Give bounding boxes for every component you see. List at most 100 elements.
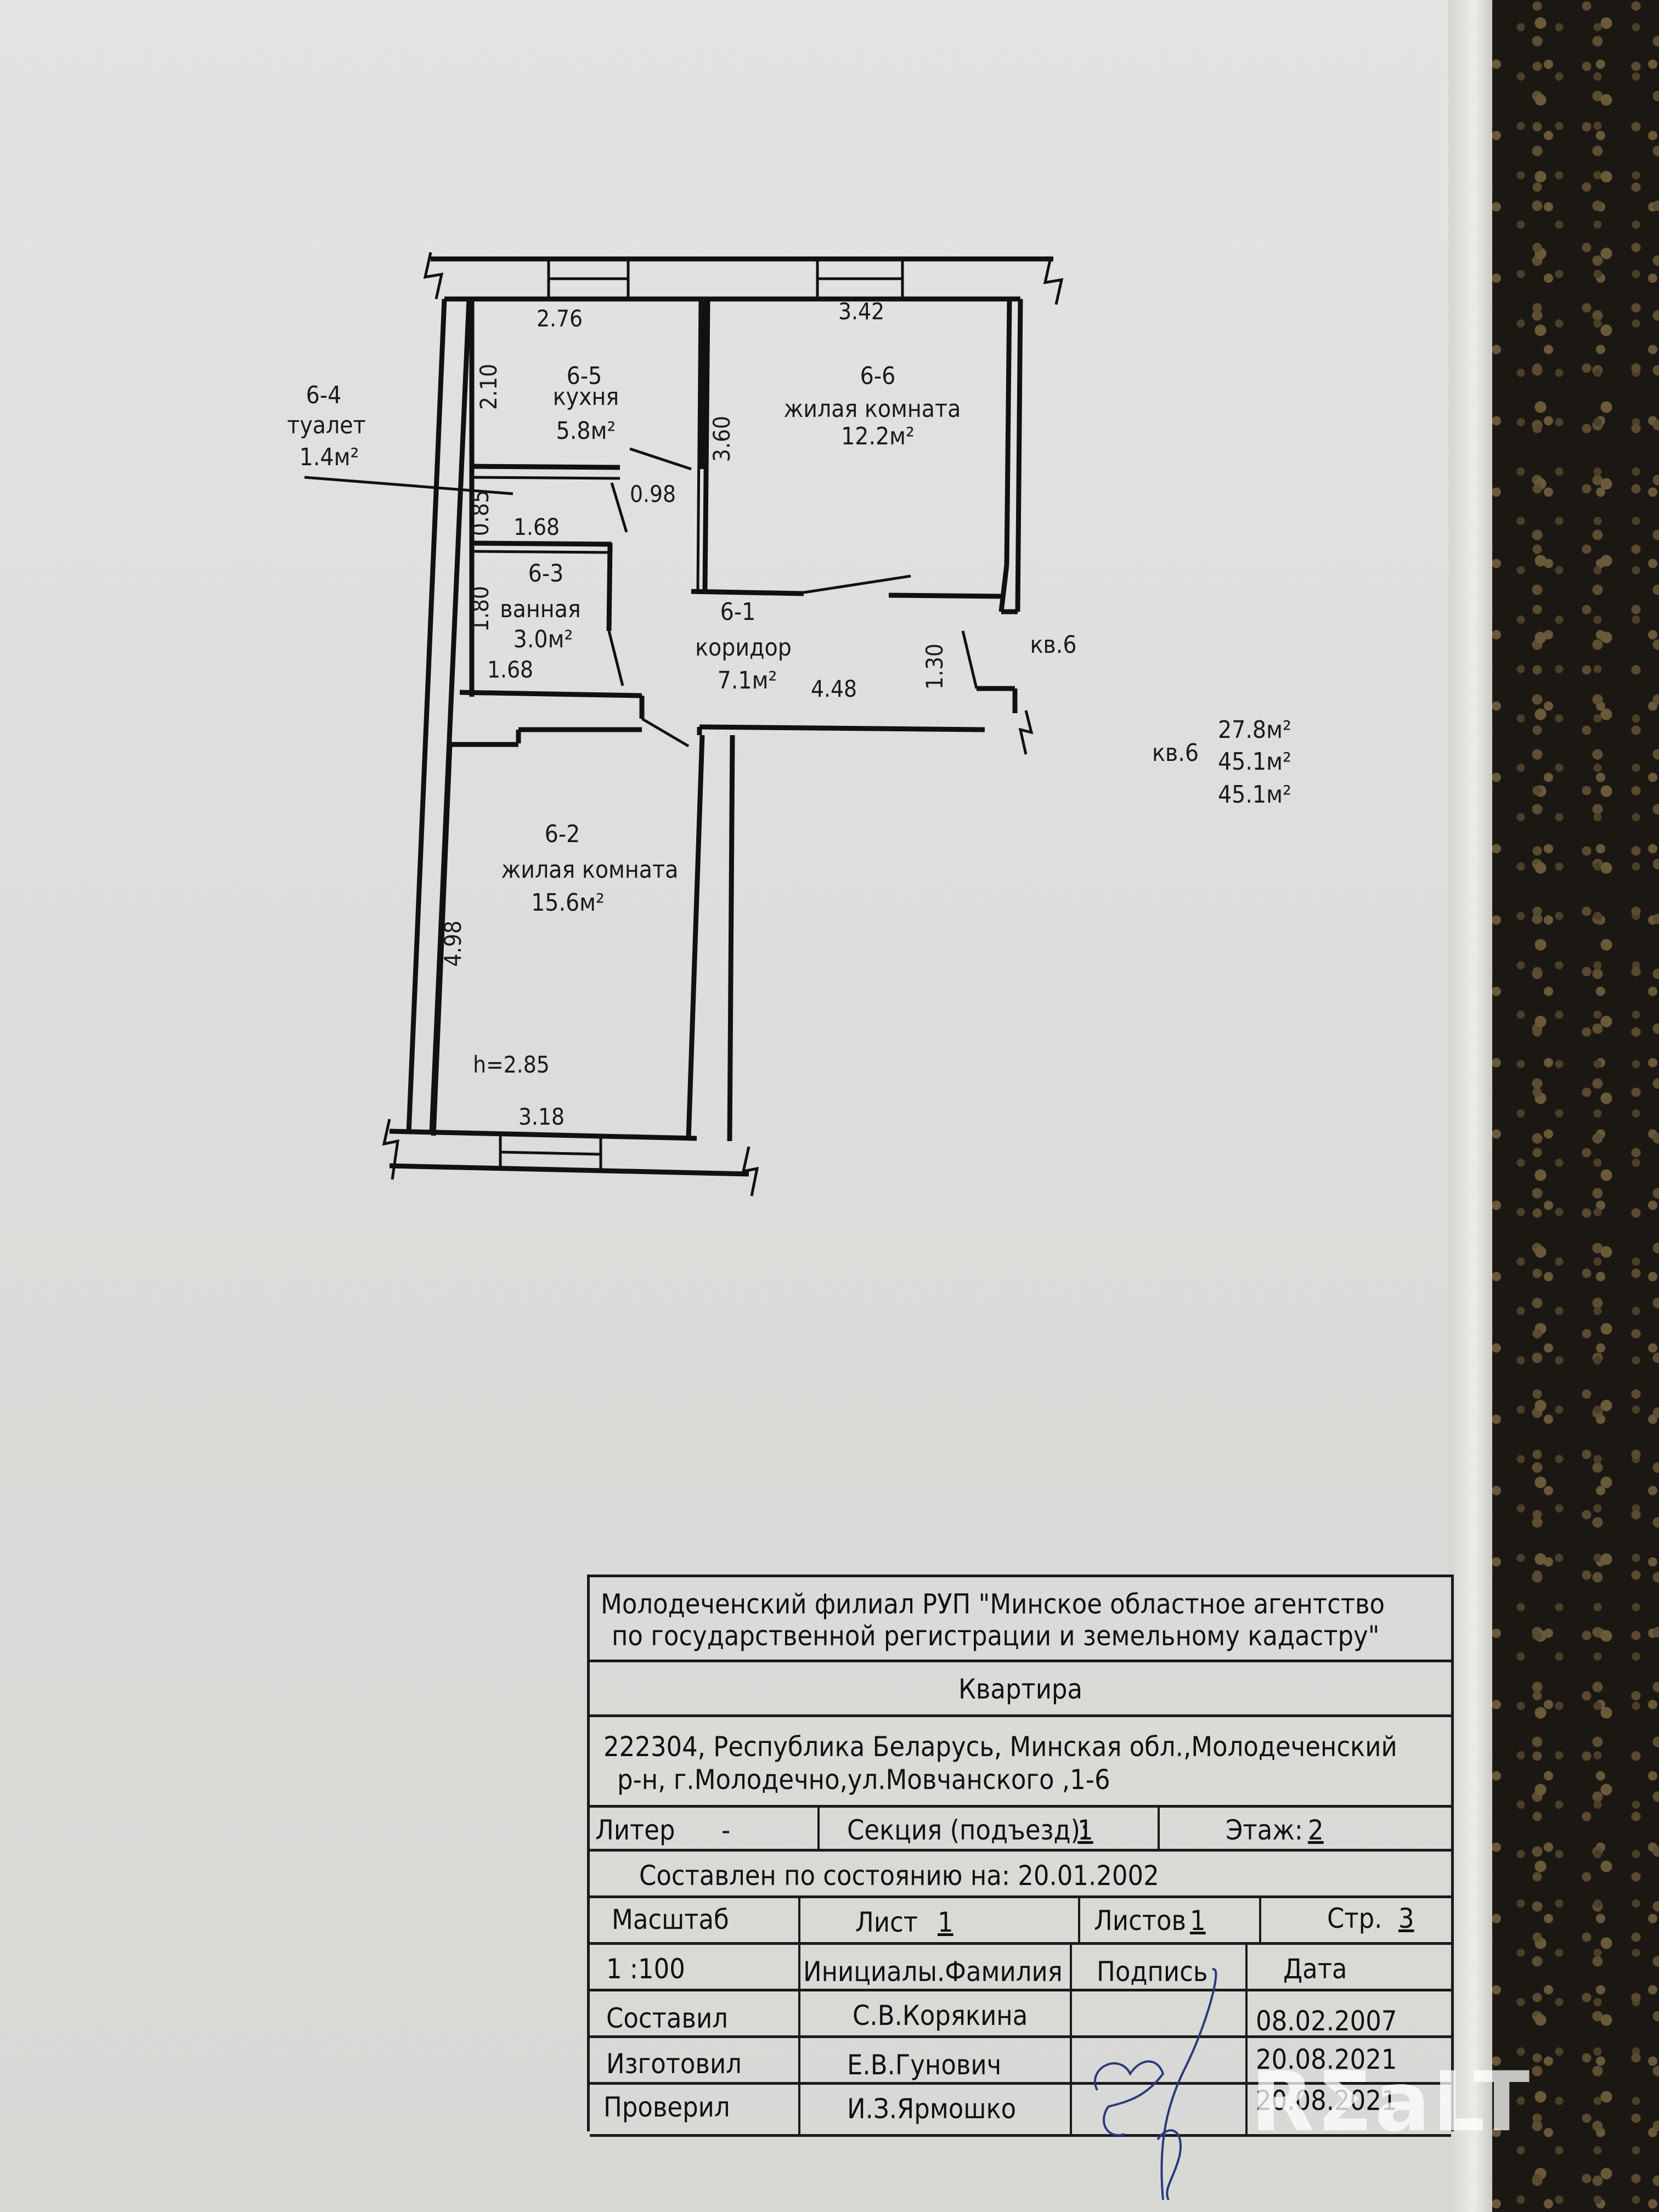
dim-kitchen-depth: 2.10: [475, 364, 502, 410]
liter-row: Литер - Секция (подъезд): 1 Этаж: 2: [590, 1805, 1451, 1852]
signature-cell: [1070, 2085, 1245, 2134]
dim-kitchen-width: 2.76: [537, 305, 583, 332]
total-area-2: 45.1м²: [1218, 781, 1291, 809]
col-name-cell: Инициалы.Фамилия: [798, 1945, 1070, 1991]
org-line-1: Молодеченский филиал РУП "Минское област…: [601, 1588, 1385, 1620]
col-signature: Подпись: [1097, 1956, 1208, 1988]
total-area: 45.1м²: [1218, 748, 1291, 776]
signature-cell: [1070, 2038, 1245, 2085]
date-cell: 20.08.2021: [1245, 2085, 1451, 2134]
dim-room66-depth: 3.60: [708, 416, 735, 462]
name-cell: С.В.Корякина: [798, 1991, 1070, 2038]
wet-rooms-walls: [304, 476, 690, 748]
room-name: кухня: [553, 383, 619, 411]
area-summary: кв.6 27.8м² 45.1м² 45.1м²: [1152, 716, 1317, 826]
dim-corridor-length: 4.48: [811, 675, 857, 702]
object-row: Квартира: [590, 1660, 1451, 1717]
date: 20.08.2021: [1256, 2044, 1397, 2075]
name-cell: Е.В.Гунович: [798, 2038, 1070, 2085]
room-id: 6-4: [306, 381, 342, 409]
floor-label: Этаж:: [1226, 1814, 1303, 1846]
room-6-6-label: 6-6 жилая комната 12.2м²: [784, 362, 961, 450]
section-label: Секция (подъезд):: [847, 1814, 1089, 1846]
room-name: жилая комната: [784, 395, 961, 423]
section-cell: Секция (подъезд): 1: [817, 1808, 1158, 1852]
sheet-cell: Лист 1: [798, 1898, 1078, 1945]
role: Проверил: [603, 2091, 730, 2123]
header-row: 1 :100 Инициалы.Фамилия Подпись Дата: [590, 1942, 1451, 1991]
role: Изготовил: [606, 2048, 742, 2080]
floor-value: 2: [1308, 1814, 1324, 1846]
dim-room62-width: 3.18: [518, 1103, 565, 1130]
room-6-4-label: 6-4 туалет 1.4м²: [287, 381, 365, 471]
room-area: 7.1м²: [718, 667, 777, 695]
col-signature-cell: Подпись: [1070, 1945, 1245, 1991]
floor-cell: Этаж: 2: [1158, 1808, 1451, 1852]
sheets-cell: Листов 1: [1078, 1898, 1259, 1945]
room-6-3-label: 6-3 ванная 3.0м²: [500, 560, 580, 653]
handwritten-signature: [1094, 1968, 1217, 2200]
sheet-row: Масштаб Лист 1 Листов 1 Стр. 3: [590, 1895, 1451, 1945]
floor-plan: 6-4 туалет 1.4м² 6-5 кухня 5.8м² 6-6 жил…: [287, 252, 1077, 1197]
role: Составил: [606, 2002, 728, 2034]
sheets-value: 1: [1190, 1905, 1206, 1937]
summary-apartment: кв.6: [1152, 739, 1199, 767]
room-id: 6-1: [720, 598, 756, 626]
room-6-6-walls: [691, 300, 1005, 599]
person-name: И.З.Ярмошко: [847, 2093, 1017, 2125]
col-name: Инициалы.Фамилия: [803, 1956, 1063, 1988]
liter-value: -: [721, 1814, 731, 1846]
room-id: 6-2: [545, 820, 580, 848]
title-block: Молодеченский филиал РУП "Минское област…: [587, 1575, 1454, 2137]
table-row: Проверил И.З.Ярмошко 20.08.2021: [590, 2082, 1451, 2137]
object-type: Квартира: [958, 1673, 1083, 1705]
living-area: 27.8м²: [1218, 716, 1291, 744]
table-row: Изготовил Е.В.Гунович 20.08.2021: [590, 2035, 1451, 2085]
room-area: 1.4м²: [300, 443, 359, 471]
signature-cell: [1070, 1991, 1245, 2038]
date: 08.02.2007: [1256, 2005, 1397, 2037]
dim-toilet-width: 1.68: [514, 514, 560, 540]
person-name: Е.В.Гунович: [847, 2049, 1002, 2081]
room-name: коридор: [695, 634, 792, 662]
address-line-2: р-н, г.Молодечно,ул.Мовчанского ,1-6: [617, 1764, 1110, 1796]
date-cell: 20.08.2021: [1245, 2038, 1451, 2085]
sheets-label: Листов: [1094, 1905, 1187, 1937]
room-id: 6-6: [860, 362, 896, 390]
page-cell: Стр. 3: [1259, 1898, 1451, 1945]
sheet-value: 1: [938, 1906, 953, 1938]
room-name: ванная: [500, 595, 580, 623]
table-row: Составил С.В.Корякина 08.02.2007: [590, 1989, 1451, 2038]
room-6-2-walls: [382, 630, 1034, 1197]
exterior-walls: [406, 252, 1064, 1133]
room-area: 3.0м²: [514, 625, 573, 653]
col-date: Дата: [1283, 1953, 1347, 1985]
dim-toilet-depth: 0.85: [467, 490, 494, 536]
date: 20.08.2021: [1256, 2085, 1397, 2117]
address-line-1: 222304, Республика Беларусь, Минская обл…: [603, 1731, 1397, 1763]
dim-corridor-width: 1.30: [921, 644, 948, 690]
watermark-logo: RΣaLT: [1251, 2055, 1532, 2150]
page-label: Стр.: [1327, 1903, 1383, 1934]
sheet-label: Лист: [855, 1906, 918, 1938]
room-6-1-label: 6-1 коридор 7.1м²: [695, 598, 792, 695]
address-row: 222304, Республика Беларусь, Минская обл…: [590, 1714, 1451, 1808]
org-line-2: по государственной регистрации и земельн…: [612, 1620, 1380, 1652]
room-area: 5.8м²: [556, 417, 616, 445]
ceiling-height: h=2.85: [473, 1051, 550, 1078]
dimensions: 2.76 2.10 3.42 3.60 0.98 0.85 1.68 1.80 …: [439, 298, 1077, 1130]
room-6-5-walls: [469, 300, 707, 697]
section-value: 1: [1077, 1814, 1093, 1846]
apartment-tag: кв.6: [1030, 631, 1077, 659]
name-cell: И.З.Ярмошко: [798, 2085, 1070, 2134]
dim-bath-depth: 1.80: [467, 586, 494, 632]
dim-toilet-door: 0.98: [630, 481, 676, 507]
room-6-2-label: 6-2 жилая комната 15.6м²: [501, 820, 679, 917]
person-name: С.В.Корякина: [853, 2000, 1028, 2032]
room-name: жилая комната: [501, 856, 679, 884]
room-id: 6-3: [528, 560, 564, 588]
date-cell: 08.02.2007: [1245, 1991, 1451, 2038]
col-date-cell: Дата: [1245, 1945, 1451, 1991]
room-area: 15.6м²: [531, 889, 605, 917]
compiled-row: Составлен по состоянию на: 20.01.2002: [590, 1849, 1451, 1898]
